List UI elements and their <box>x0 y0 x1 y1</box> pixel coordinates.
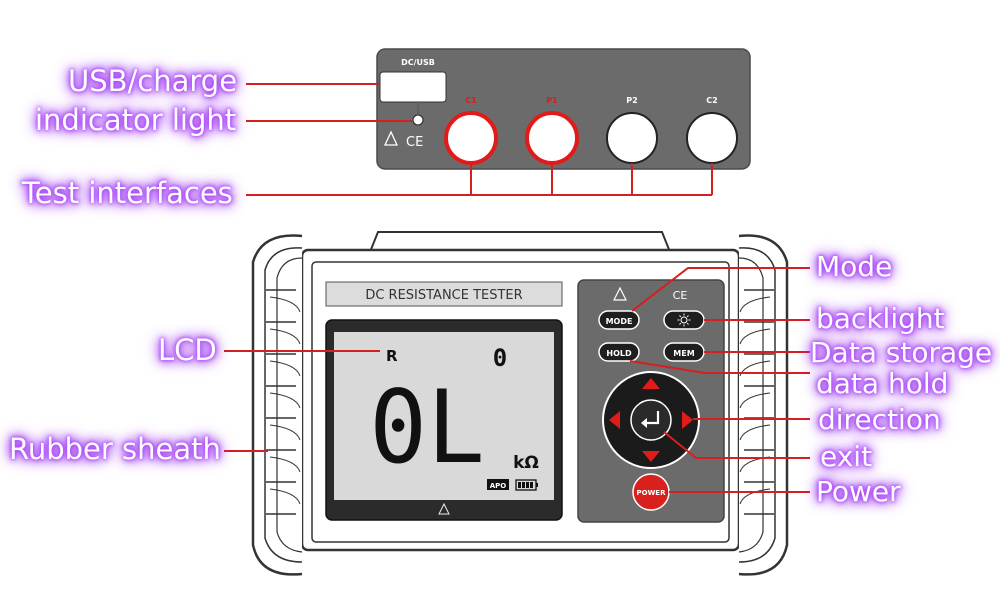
power-button[interactable]: POWER <box>632 473 670 511</box>
device-title: DC RESISTANCE TESTER <box>365 288 522 303</box>
leader-lines <box>224 83 810 493</box>
hold-button-label: HOLD <box>606 349 632 358</box>
control-panel: CE MODE HOLD MEM <box>577 279 725 523</box>
usb-port <box>379 71 447 103</box>
lcd-mode-letter: R <box>386 347 398 365</box>
backlight-button[interactable] <box>663 310 705 330</box>
warning-icon <box>613 286 627 301</box>
callout-data-hold: data hold <box>816 367 949 400</box>
arrow-down-icon[interactable] <box>642 451 660 462</box>
terminal-label: P2 <box>626 96 637 105</box>
lcd-small-digit: 0 <box>493 344 507 372</box>
lcd-main-reading: 0L <box>369 370 485 487</box>
leader-exit <box>663 431 810 459</box>
callout-lcd: LCD <box>158 333 217 367</box>
lcd-unit: kΩ <box>513 453 539 473</box>
leader-test-interfaces <box>246 163 713 196</box>
mem-button-label: MEM <box>673 349 694 358</box>
callout-test-interfaces: Test interfaces <box>22 176 233 210</box>
callout-direction: direction <box>818 403 941 436</box>
ce-mark: CE <box>673 289 688 302</box>
rubber-sheath-left <box>251 234 303 576</box>
warning-icon <box>383 130 399 146</box>
mode-button[interactable]: MODE <box>598 310 640 330</box>
indicator-light <box>412 114 424 126</box>
mem-button[interactable]: MEM <box>663 342 705 362</box>
terminal-p1: P1 <box>525 96 579 165</box>
ce-mark: CE <box>406 135 423 150</box>
callout-power: Power <box>816 475 901 508</box>
callout-mode: Mode <box>816 250 893 283</box>
terminal-label: P1 <box>546 96 558 105</box>
terminal-label: C2 <box>706 96 717 105</box>
arrow-right-icon[interactable] <box>682 411 693 429</box>
lcd-screen: R 0 0L kΩ APO <box>325 319 563 521</box>
lcd-apo: APO <box>490 482 507 490</box>
arrow-left-icon[interactable] <box>609 411 620 429</box>
leader-data-hold <box>629 360 810 374</box>
title-plate: DC RESISTANCE TESTER <box>325 281 563 307</box>
power-button-label: POWER <box>637 489 667 497</box>
callout-backlight: backlight <box>816 302 945 335</box>
callout-usb-charge: USB/charge <box>68 64 238 98</box>
warning-icon <box>438 502 450 515</box>
dcusb-label: DC/USB <box>401 58 435 67</box>
callout-indicator-light: indicator light <box>35 103 237 137</box>
leader-mode <box>631 267 810 312</box>
callout-exit: exit <box>820 440 873 473</box>
callout-rubber-sheath: Rubber sheath <box>9 432 221 466</box>
port-panel: DC/USB CE C1 P1 P2 C2 <box>376 48 751 170</box>
rubber-sheath-right <box>738 234 789 576</box>
exit-button[interactable] <box>630 399 672 441</box>
arrow-up-icon[interactable] <box>642 378 660 389</box>
battery-icon <box>515 479 538 491</box>
hold-button[interactable]: HOLD <box>598 342 640 362</box>
mode-button-label: MODE <box>606 317 633 326</box>
callout-data-storage: Data storage <box>810 336 993 369</box>
sun-icon <box>677 313 691 327</box>
direction-pad[interactable] <box>602 371 700 469</box>
enter-icon <box>645 411 660 425</box>
terminal-label: C1 <box>465 96 477 105</box>
